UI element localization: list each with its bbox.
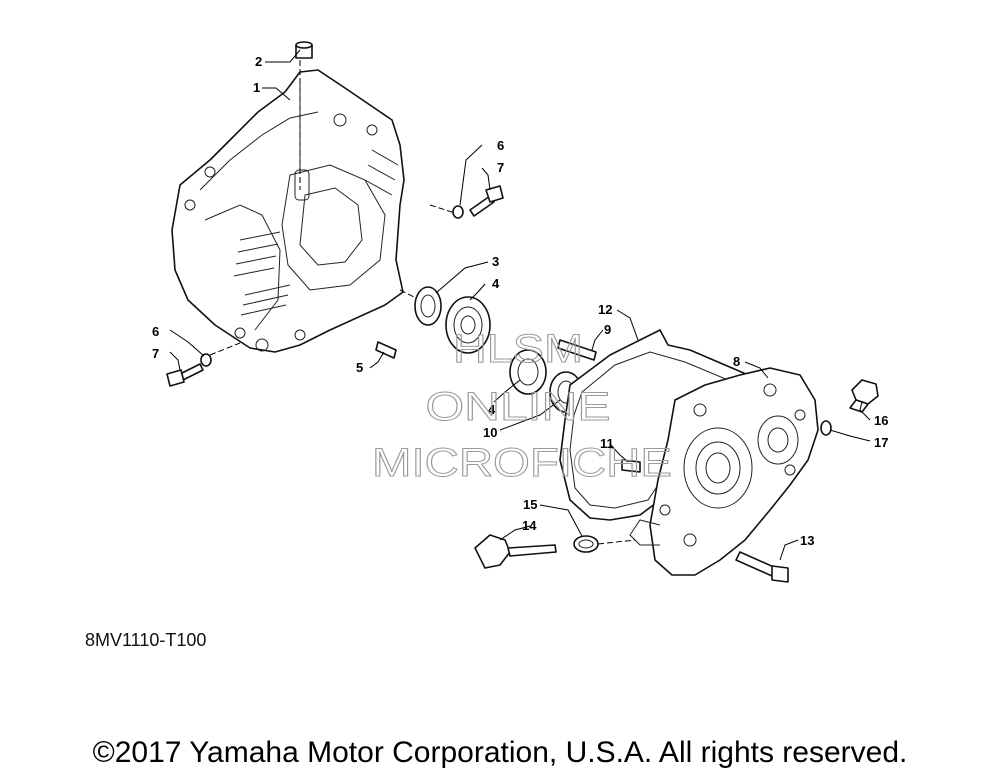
callout-labels: 2 1 6 7 3 4 6 7 5 12 9 8 4 10 16 17 11 1…: [152, 54, 888, 548]
callout-3: 3: [492, 254, 499, 269]
dipstick-part-14: [474, 534, 557, 569]
callout-4-upper: 4: [492, 276, 500, 291]
callout-17: 17: [874, 435, 888, 450]
callout-2: 2: [255, 54, 262, 69]
callout-4-lower: 4: [488, 402, 496, 417]
dowel-pin-part-9: [557, 339, 597, 361]
callout-5: 5: [356, 360, 363, 375]
callout-13: 13: [800, 533, 814, 548]
callout-16: 16: [874, 413, 888, 428]
bolt-washer-right: [452, 185, 504, 219]
o-ring-part-15: [573, 535, 599, 553]
diagram-code: 8MV1110-T100: [85, 630, 207, 650]
centerline-bolt-left: [209, 342, 241, 356]
watermark-line-1: HLSM: [453, 327, 583, 371]
bearing-part-upper: [445, 296, 491, 354]
dowel-pin-part-5: [375, 341, 397, 359]
crankcase-left-part: [171, 69, 405, 353]
callout-10: 10: [483, 425, 497, 440]
leader-lines: [169, 49, 871, 561]
dowel-pin-top: [295, 41, 313, 59]
callout-15: 15: [523, 497, 537, 512]
callout-6-upper: 6: [497, 138, 504, 153]
crankcase-cover-part: [629, 367, 819, 576]
callout-12: 12: [598, 302, 612, 317]
bolt-part-13: [735, 551, 789, 583]
copyright-notice: ©2017 Yamaha Motor Corporation, U.S.A. A…: [92, 736, 908, 769]
callout-11: 11: [600, 436, 614, 451]
centerline-dipstick: [597, 539, 636, 545]
bolt-washer-left: [166, 353, 212, 387]
oil-seal-part: [414, 286, 442, 326]
callout-14: 14: [522, 518, 537, 533]
dowel-pin-part-11: [621, 459, 641, 473]
callout-8: 8: [733, 354, 740, 369]
callout-7-upper: 7: [497, 160, 504, 175]
callout-1: 1: [253, 80, 260, 95]
watermark: HLSM ONLINE MICROFICHE: [372, 327, 673, 486]
centerline-bolt-right: [429, 204, 456, 214]
o-ring-part-17: [820, 420, 832, 436]
callout-7-lower: 7: [152, 346, 159, 361]
callout-6-lower: 6: [152, 324, 159, 339]
watermark-line-2: ONLINE: [426, 385, 611, 429]
plug-part-16: [849, 379, 879, 413]
bearing-part-lower: [509, 349, 547, 395]
callout-9: 9: [604, 322, 611, 337]
watermark-line-3: MICROFICHE: [372, 441, 672, 485]
